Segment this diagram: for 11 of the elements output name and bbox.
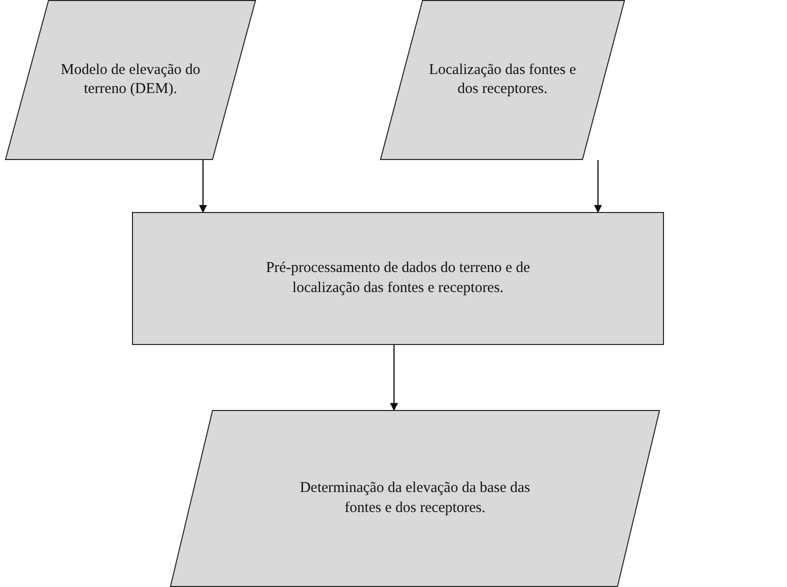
node-text: Determinação da elevação da base das fontes e dos receptores. bbox=[298, 479, 532, 518]
node-text: Pré-processamento de dados do terreno e de localização das fontes e receptores. bbox=[264, 259, 532, 298]
data-parallelogram bbox=[170, 410, 660, 587]
node-text: Modelo de elevação do terreno (DEM). bbox=[60, 60, 202, 99]
data-parallelogram bbox=[380, 0, 625, 160]
data-parallelogram bbox=[5, 0, 256, 160]
process-box bbox=[132, 212, 664, 345]
arrow bbox=[199, 160, 207, 213]
node-text: Localização das fontes e dos receptores. bbox=[428, 60, 577, 99]
arrow bbox=[594, 160, 602, 213]
arrow bbox=[390, 345, 398, 411]
